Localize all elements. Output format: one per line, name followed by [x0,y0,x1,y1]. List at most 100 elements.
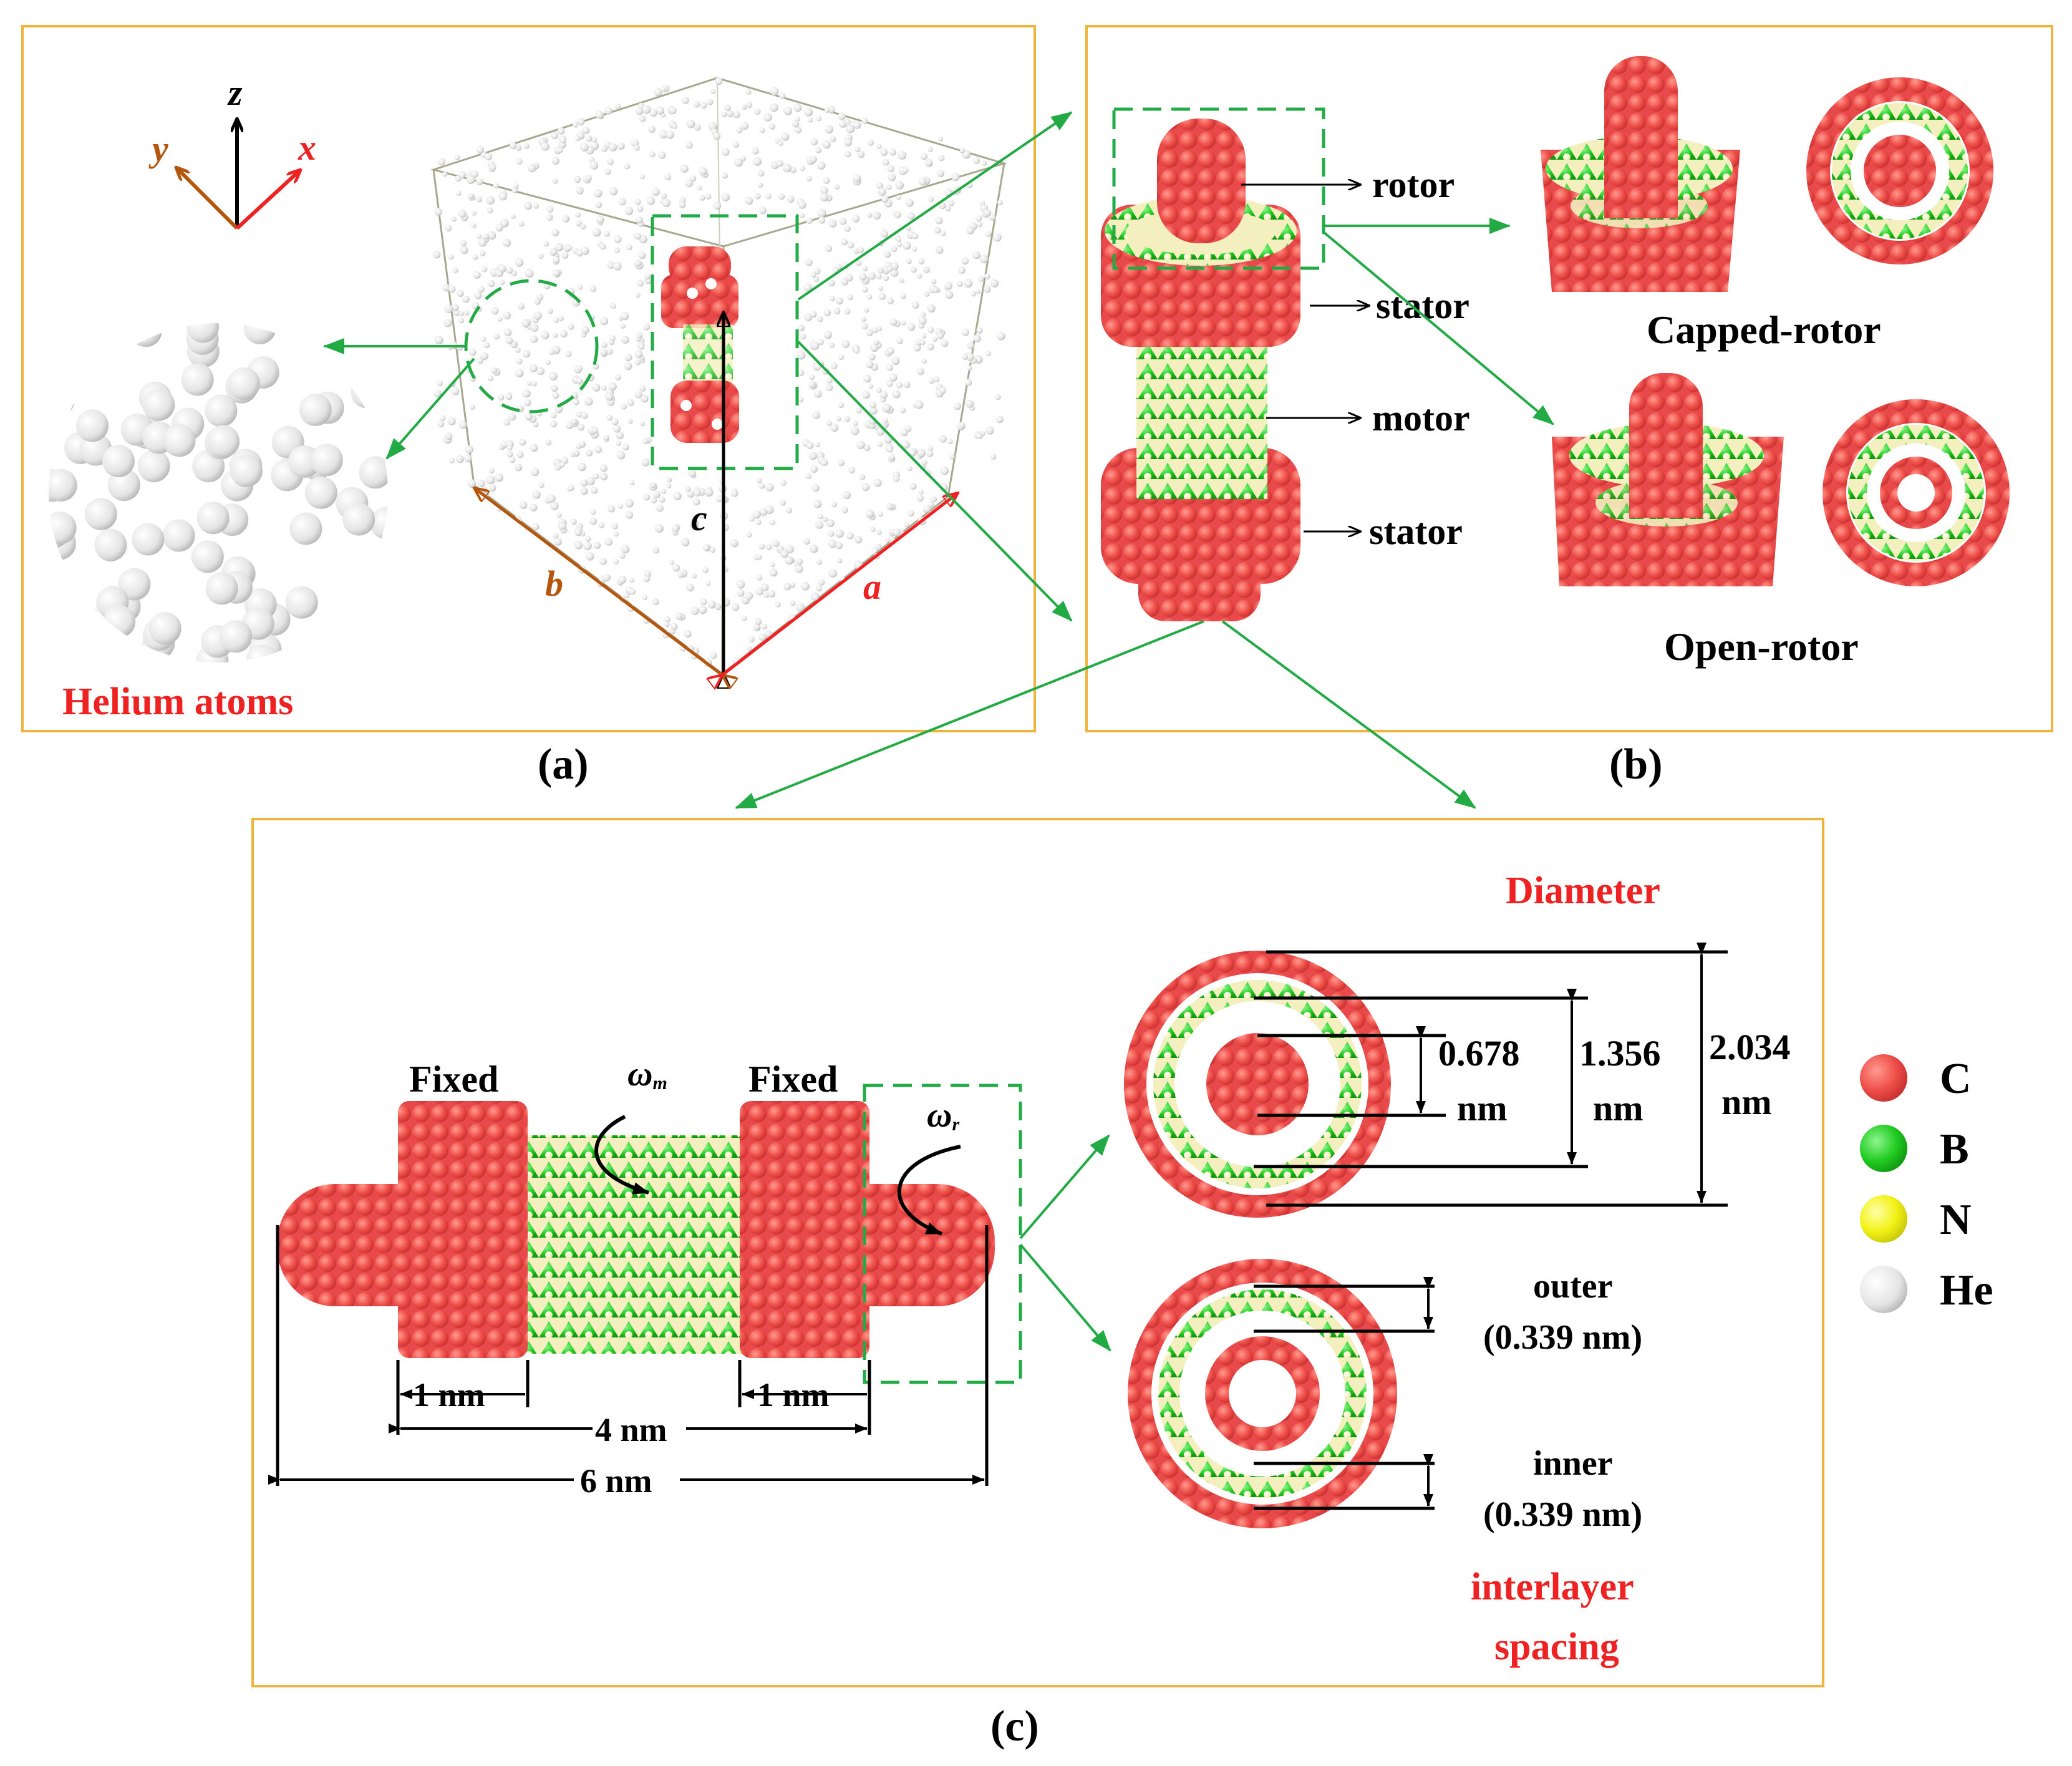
helium-atom [469,404,475,410]
helium-atom [867,139,874,146]
helium-atom [433,250,441,259]
helium-atom [881,230,888,238]
helium-atom [518,303,525,310]
helium-atom [817,161,826,170]
helium-atom [803,538,810,545]
helium-atom [577,365,583,371]
helium-atom [815,442,820,447]
helium-atom [935,216,943,225]
helium-atom [745,591,753,600]
helium-atom [574,176,581,183]
helium-atom [77,621,110,654]
helium-atom [554,405,563,414]
helium-atom [672,124,678,129]
helium-atom [614,103,621,110]
helium-atom [686,583,694,592]
helium-atom [220,620,252,653]
helium-atom [585,175,592,182]
helium-atom [448,254,454,260]
helium-atom [594,445,602,454]
helium-atom [754,193,761,200]
helium-atom [516,358,523,364]
helium-atom [809,374,815,381]
helium-atom [815,364,821,370]
fixed-right-label: Fixed [748,1059,838,1100]
helium-atom [574,528,582,536]
helium-atom [798,397,804,402]
helium-atom [747,646,752,651]
helium-atom [603,434,609,441]
helium-atom [486,475,495,485]
helium-atom [515,347,521,353]
panel-c-frame [251,818,1824,1687]
helium-atom [850,426,859,435]
helium-atom [551,157,559,165]
helium-atom [938,154,945,162]
helium-atom [485,153,493,161]
helium-atom [733,111,740,119]
helium-atom [546,205,554,213]
helium-atom [458,420,467,429]
omega-r-label: ωr [927,1096,960,1135]
helium-atom [595,201,603,208]
helium-atom [576,411,583,418]
helium-atom [49,383,75,416]
dim-6nm-label: 6 nm [580,1462,652,1500]
helium-atom [923,505,931,513]
helium-atom [545,359,551,366]
helium-atom [573,399,579,405]
helium-atom [458,210,467,218]
rotor-highlight [1112,107,1325,270]
legend-label-c: C [1940,1055,1972,1103]
helium-atom [639,421,646,427]
helium-atom [828,530,835,537]
helium-atom [478,238,487,247]
helium-atom [770,103,778,112]
helium-atom [795,116,801,122]
helium-atom [549,420,557,427]
helium-atom [616,450,626,460]
panel-a: z y x Helium atoms [21,25,1036,732]
helium-atom [471,223,477,228]
helium-atom [961,354,968,360]
helium-atom [914,400,924,409]
helium-atom [550,502,559,510]
helium-atom [828,569,838,578]
helium-atom [503,328,512,337]
dim-a-label: a [863,566,881,607]
helium-atom [612,261,622,271]
helium-atom [467,479,477,488]
arrow-b-to-c-right [1221,620,1476,809]
helium-atom [949,454,956,460]
helium-atom [906,258,912,264]
helium-atom [310,444,343,477]
helium-atom [905,198,914,207]
helium-atom [547,494,556,503]
helium-atom [662,198,671,208]
helium-atom [984,209,992,216]
helium-atom [877,267,884,274]
legend-label-b: B [1940,1125,1969,1173]
panel-b-frame [1085,25,2053,732]
helium-atom [883,158,889,166]
helium-atom [804,313,813,321]
helium-atom [724,104,731,111]
helium-atom [878,187,887,196]
helium-atom [917,495,924,502]
helium-atom [737,589,745,597]
helium-atom [453,309,460,316]
helium-atom [486,196,495,205]
helium-atom [975,432,983,440]
helium-atom [826,420,832,426]
helium-atom [148,612,182,645]
helium-atom [796,351,806,360]
helium-atom [460,240,467,246]
helium-atom [601,341,608,348]
helium-atom [647,125,656,133]
helium-atom [845,151,851,158]
helium-atom [488,279,495,288]
helium-atom [569,451,576,457]
helium-atom [732,603,740,611]
helium-atom [162,519,195,552]
capped-rotor-side [1541,56,1740,292]
